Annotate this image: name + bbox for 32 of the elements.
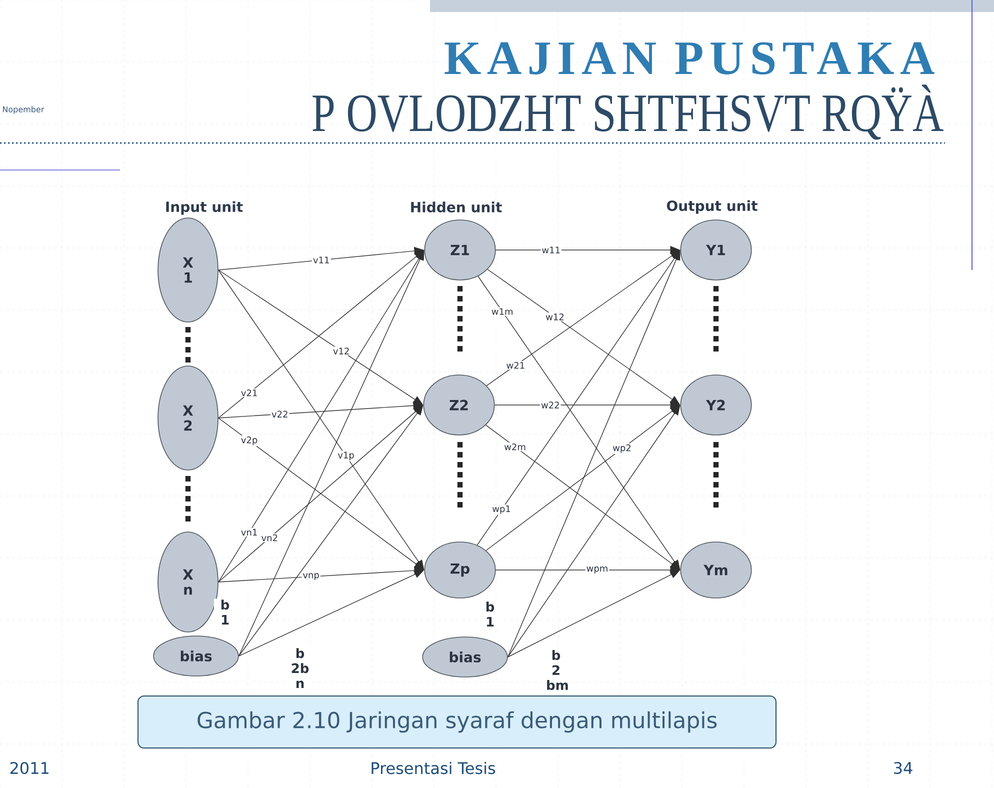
- edge-label: wp1: [491, 504, 512, 515]
- edge-label: w12: [544, 312, 566, 322]
- edge-label: vn1: [240, 528, 259, 536]
- header-text: Nopember: [2, 106, 44, 114]
- arrow: [507, 405, 680, 658]
- footer-text: 2011: [10, 762, 48, 774]
- edge-label: wp2: [612, 443, 632, 454]
- edge-label: w22: [540, 400, 561, 410]
- edge-label: w21: [505, 360, 526, 370]
- footer-text: Presentasi Tesis: [372, 762, 496, 774]
- edge-label: wpm: [585, 566, 610, 574]
- edge-label: v2p: [240, 436, 259, 446]
- edge-label: v1p: [336, 450, 356, 462]
- edge-label: v11: [312, 256, 331, 264]
- edge-label: w1m: [490, 307, 514, 316]
- edge-label: v22: [270, 410, 290, 418]
- bias-label: b 2b n: [289, 647, 311, 689]
- page-number: 34: [894, 762, 912, 774]
- subtitle: P OVLODZHT SHTFHSVT RQŸÀ: [312, 84, 944, 140]
- arrow: [238, 405, 424, 656]
- edge-label: vnp: [302, 572, 320, 582]
- arrow: [476, 250, 680, 546]
- caption-box: Gambar 2.10 Jaringan syaraf dengan multilapis: [138, 696, 776, 748]
- edge-label: v21: [240, 388, 259, 398]
- bias-label: b 2 bm: [545, 648, 568, 692]
- edge-label: vn2: [260, 533, 279, 542]
- edge-label: w2m: [503, 442, 527, 452]
- bias-label: b 1: [479, 600, 501, 628]
- slide-title: KAJIAN PUSTAKA: [444, 42, 934, 74]
- edge-label: v12: [332, 346, 351, 356]
- arrow: [478, 276, 680, 570]
- bias-label: b 1: [214, 598, 236, 626]
